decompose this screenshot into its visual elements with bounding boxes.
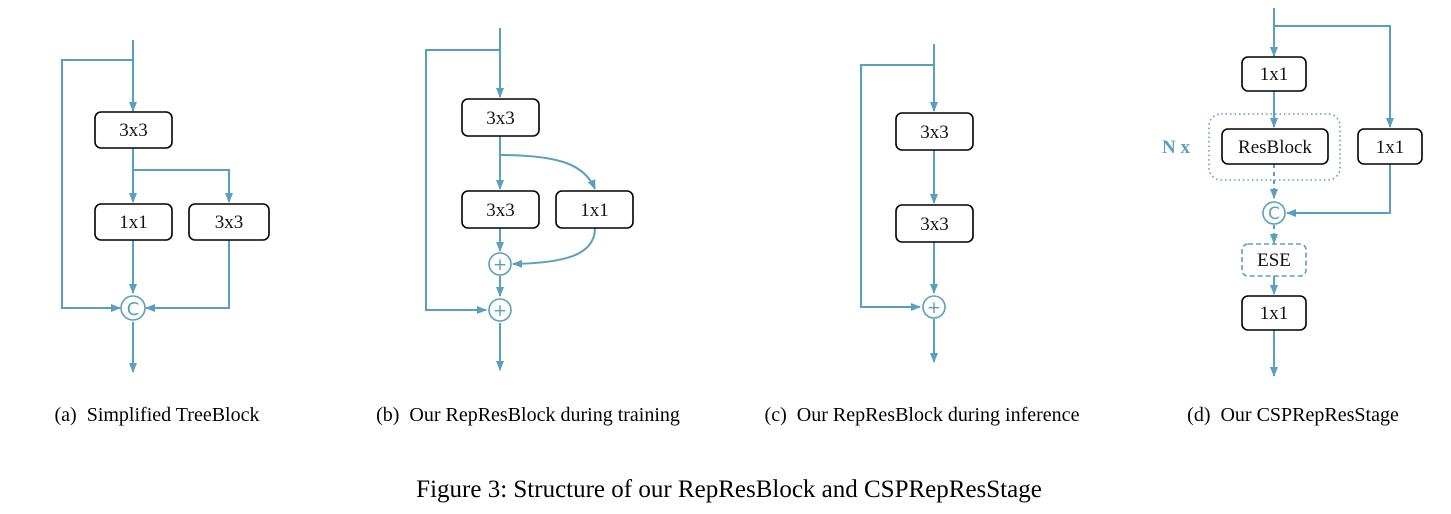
c-add-symbol: +	[927, 298, 941, 318]
d-conv1x1-side-label: 1x1	[1376, 137, 1405, 158]
d-concat-symbol: C	[1268, 204, 1280, 224]
a-concat-symbol: C	[127, 299, 140, 320]
c-conv3x3-bottom	[895, 204, 974, 243]
wire-a-right-to-node	[145, 240, 230, 312]
caption-d: (d) Our CSPRepResStage	[1187, 404, 1399, 426]
d-concat-node	[1262, 201, 1286, 225]
a-conv3x3-right	[188, 203, 270, 241]
wire-b-skip	[425, 49, 500, 314]
panel-d: N x 1x1 ResBlock 1x1 C ESE 1x1	[1162, 8, 1423, 377]
caption-b: (b) Our RepResBlock during training	[376, 404, 680, 426]
a-conv3x3-top	[94, 111, 173, 149]
d-conv1x1-side	[1357, 128, 1423, 165]
d-repeat-group	[1208, 113, 1341, 181]
c-conv3x3-bottom-label: 3x3	[920, 214, 949, 235]
d-conv1x1-bottom	[1241, 295, 1307, 331]
a-concat-node	[120, 295, 146, 321]
panel-b: 3x3 3x3 1x1 + +	[425, 28, 634, 371]
a-conv3x3-right-label: 3x3	[215, 212, 244, 233]
d-resblock	[1221, 128, 1329, 165]
caption-c: (c) Our RepResBlock during inference	[765, 404, 1080, 426]
d-conv1x1-bottom-label: 1x1	[1260, 303, 1289, 324]
d-resblock-label: ResBlock	[1238, 137, 1312, 158]
caption-a: (a) Simplified TreeBlock	[55, 404, 260, 426]
b-add-symbol-upper: +	[493, 255, 507, 275]
panel-a: 3x3 1x1 3x3 C	[61, 40, 270, 373]
a-conv3x3-top-label: 3x3	[119, 120, 148, 141]
b-conv3x3-top-label: 3x3	[486, 108, 515, 129]
wire-b-right-to-add	[512, 227, 596, 268]
c-conv3x3-top-label: 3x3	[920, 122, 949, 143]
wire-a-skip	[61, 59, 133, 312]
b-add-node-upper	[488, 252, 512, 276]
b-conv3x3-left-label: 3x3	[486, 200, 515, 221]
c-conv3x3-top	[895, 112, 974, 151]
b-conv1x1-right-label: 1x1	[580, 200, 609, 221]
b-conv1x1-right	[555, 190, 634, 229]
a-conv1x1-label: 1x1	[119, 212, 148, 233]
b-conv3x3-top	[461, 98, 540, 137]
a-conv1x1	[94, 203, 173, 241]
wire-a-to-right	[133, 169, 233, 203]
b-conv3x3-left	[461, 190, 540, 229]
wire-d-side-to-concat	[1286, 164, 1391, 217]
wire-b-to-right	[499, 154, 596, 190]
d-ese-block	[1241, 243, 1307, 277]
wire-c-skip	[860, 64, 934, 311]
figure-caption: Figure 3: Structure of our RepResBlock a…	[416, 476, 1042, 503]
b-add-node-lower	[488, 298, 512, 322]
d-ese-label: ESE	[1257, 250, 1291, 271]
d-conv1x1-top-label: 1x1	[1260, 64, 1289, 85]
wire-d-to-side	[1274, 25, 1394, 128]
c-add-node	[922, 295, 946, 319]
d-repeat-label: N x	[1162, 137, 1190, 158]
b-add-symbol-lower: +	[493, 301, 507, 321]
d-conv1x1-top	[1241, 56, 1307, 92]
panel-c: 3x3 3x3 +	[860, 44, 974, 363]
